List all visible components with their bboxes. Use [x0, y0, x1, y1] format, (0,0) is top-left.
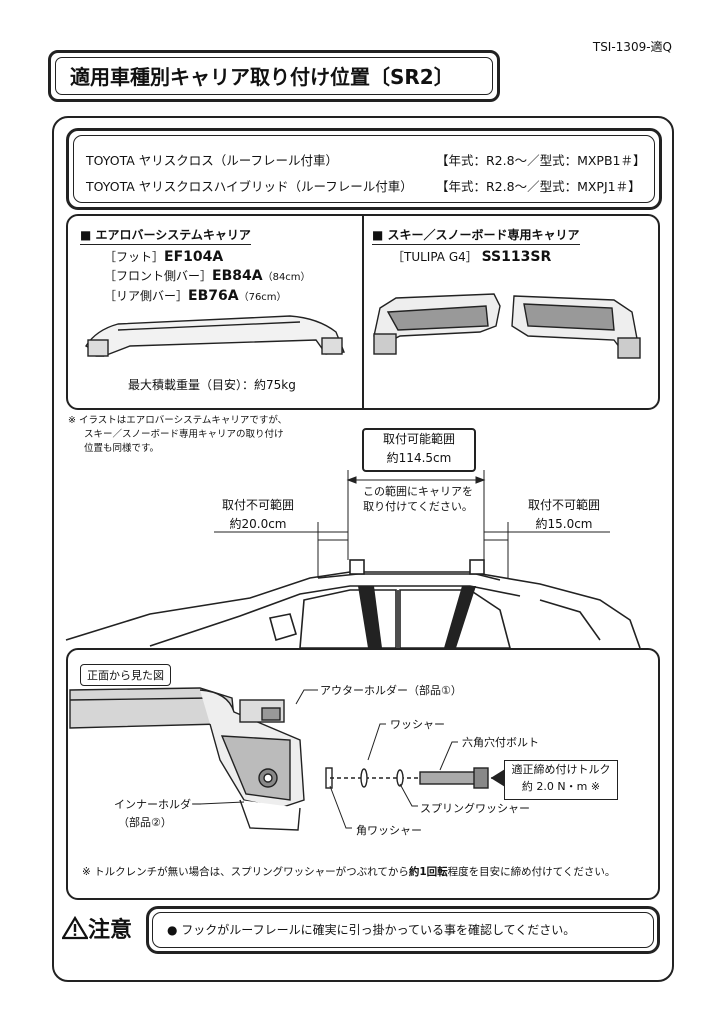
hex-bolt-label: 六角穴付ボルト: [462, 736, 539, 749]
mount-instruction-line-1: この範囲にキャリアを: [363, 485, 473, 498]
front-bar-length: （84cm）: [262, 272, 311, 283]
aerobar-parts: ［フット］EF104A ［フロント側バー］EB84A（84cm） ［リア側バー］…: [104, 248, 311, 307]
model-spec-1: 【年式：R2.8～／型式：MXPB1＃】: [436, 153, 646, 168]
document-id: TSI-1309-適Q: [592, 40, 672, 54]
main-frame: [52, 116, 674, 982]
title-box: 適用車種別キャリア取り付け位置〔SR2〕: [48, 50, 500, 102]
front-bar-part: EB84A: [212, 268, 263, 284]
illustration-note-line-1: ※ イラストはエアロバーシステムキャリアですが、: [68, 415, 288, 426]
model-spec-2: 【年式：R2.8～／型式：MXPJ1＃】: [436, 179, 641, 194]
washer-label: ワッシャー: [390, 718, 445, 731]
max-load: 最大積載重量（目安）：約75kg: [128, 378, 296, 392]
caution-heading-text: 注意: [88, 918, 133, 943]
ski-carrier-illustration: [373, 293, 641, 359]
models-inner: TOYOTA ヤリスクロス（ルーフレール付車） 【年式：R2.8～／型式：MXP…: [73, 135, 655, 203]
aerobar-heading: ■ エアロバーシステムキャリア: [80, 226, 251, 245]
mount-instruction-line-2: 取り付けてください。: [363, 500, 473, 513]
page-title: 適用車種別キャリア取り付け位置〔SR2〕: [55, 57, 493, 95]
model-name-2: TOYOTA ヤリスクロスハイブリッド（ルーフレール付車）: [86, 179, 413, 194]
outer-holder-label: アウターホルダー（部品①）: [320, 684, 462, 697]
position-markers: [358, 586, 476, 648]
no-mount-rear-value: 約15.0cm: [535, 517, 593, 531]
caution-text: ● フックがルーフレールに確実に引っ掛かっている事を確認してください。: [152, 912, 654, 948]
mount-instruction: この範囲にキャリアを 取り付けてください。: [362, 484, 474, 514]
warning-icon: [61, 915, 89, 940]
model-name-1: TOYOTA ヤリスクロス（ルーフレール付車）: [86, 153, 339, 168]
ski-model: ［TULIPA G4］ SS113SR: [392, 248, 551, 267]
rear-bar-length: （76cm）: [238, 292, 287, 303]
wrench-note: ※ トルクレンチが無い場合は、スプリングワッシャーがつぶれてから約1回転程度を目…: [82, 864, 615, 879]
aero-bar-illustration: [85, 315, 345, 357]
panel-divider: [362, 214, 364, 410]
no-mount-rear: 取付不可範囲 約15.0cm: [524, 496, 604, 534]
wrench-note-post: 程度を目安に締め付けてください。: [447, 866, 616, 878]
inner-holder-name: インナーホルダー: [114, 798, 202, 811]
inner-holder-part: （部品②）: [118, 816, 172, 829]
torque-title: 適正締め付けトルク: [511, 763, 611, 776]
foot-row: ［フット］EF104A: [104, 248, 311, 267]
front-bar-row: ［フロント側バー］EB84A（84cm）: [104, 267, 311, 287]
no-mount-front-title: 取付不可範囲: [221, 498, 294, 512]
rear-bar-label: ［リア側バー］: [104, 289, 189, 303]
mount-range-value: 約114.5cm: [386, 451, 452, 465]
ski-model-part: SS113SR: [481, 249, 552, 265]
dimension-lines: [214, 470, 610, 578]
rear-bar-row: ［リア側バー］EB76A（76cm）: [104, 287, 311, 307]
caution-box: ● フックがルーフレールに確実に引っ掛かっている事を確認してください。: [146, 906, 660, 954]
ski-heading: ■ スキー／スノーボード専用キャリア: [372, 226, 580, 245]
wrench-note-bold: 約1回転: [408, 866, 448, 878]
ski-model-label: ［TULIPA G4］: [392, 250, 478, 264]
illustration-note-line-3: 位置も同様です。: [84, 443, 160, 454]
foot-part: EF104A: [164, 249, 224, 265]
torque-box: 適正締め付けトルク 約 2.0 N・m ※: [504, 760, 618, 800]
front-bar-label: ［フロント側バー］: [104, 269, 213, 283]
no-mount-front: 取付不可範囲 約20.0cm: [218, 496, 298, 534]
no-mount-rear-title: 取付不可範囲: [527, 498, 600, 512]
illustration-note-line-2: スキー／スノーボード専用キャリアの取り付け: [84, 429, 284, 440]
wrench-note-pre: ※ トルクレンチが無い場合は、スプリングワッシャーがつぶれてから: [82, 866, 409, 878]
foot-label: ［フット］: [104, 250, 165, 264]
caution-heading: 注意: [61, 912, 133, 944]
illustration-note: ※ イラストはエアロバーシステムキャリアですが、 スキー／スノーボード専用キャリ…: [68, 414, 287, 456]
torque-value: 約 2.0 N・m ※: [521, 780, 601, 793]
square-washer-label: 角ワッシャー: [356, 824, 422, 837]
spring-washer-label: スプリングワッシャー: [420, 802, 530, 815]
rear-bar-part: EB76A: [188, 288, 239, 304]
mount-range-box: 取付可能範囲 約114.5cm: [362, 428, 476, 472]
mount-range-title: 取付可能範囲: [382, 432, 455, 446]
models-box: TOYOTA ヤリスクロス（ルーフレール付車） 【年式：R2.8～／型式：MXP…: [66, 128, 662, 210]
inner-holder-label: インナーホルダー （部品②）: [114, 796, 202, 832]
front-view-title: 正面から見た図: [80, 664, 171, 686]
no-mount-front-value: 約20.0cm: [229, 517, 287, 531]
